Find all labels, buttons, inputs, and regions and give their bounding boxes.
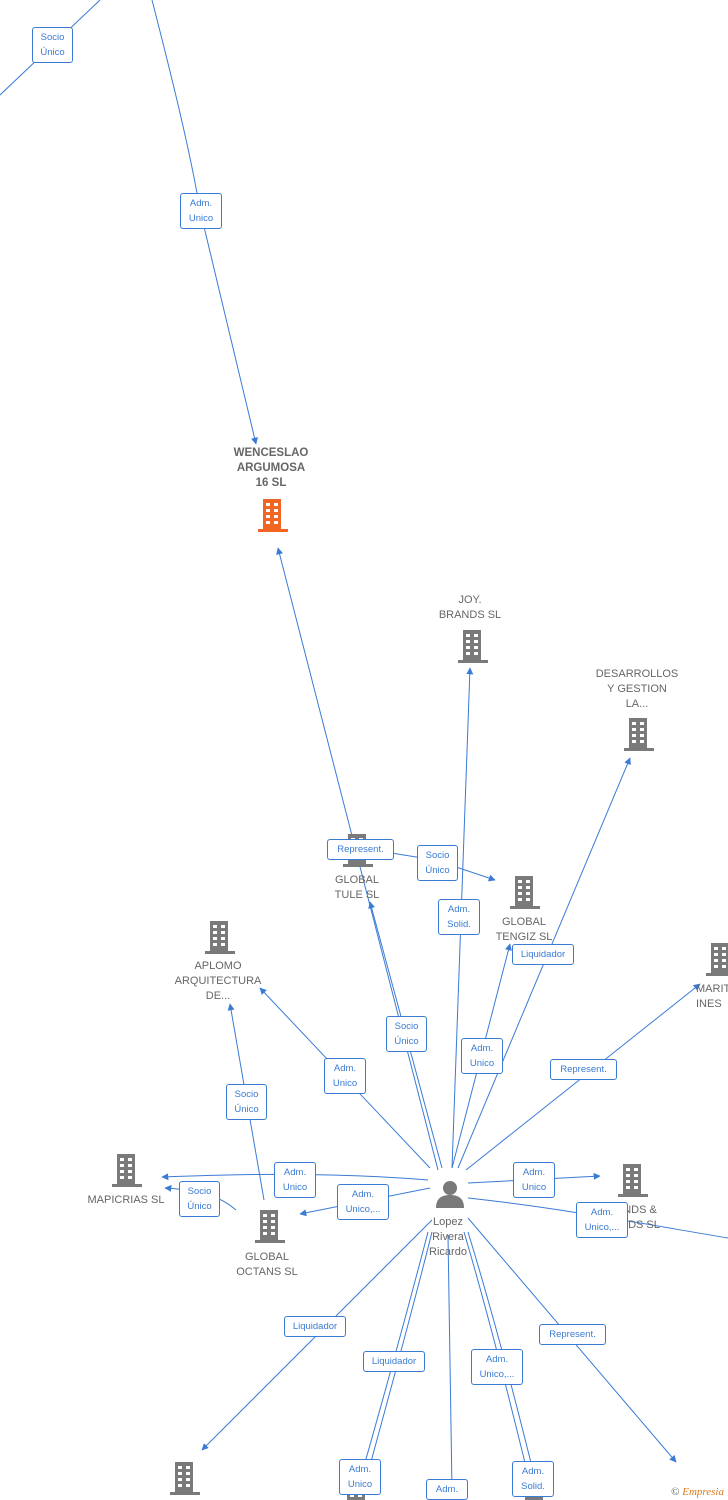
role-label[interactable]: Liquidador (512, 944, 574, 965)
role-label[interactable]: Socio Único (386, 1016, 427, 1052)
role-label[interactable]: Adm. Unico (513, 1162, 555, 1198)
role-label[interactable]: Adm. Unico (339, 1459, 381, 1495)
company-label-mapicrias[interactable]: MAPICRIAS SL (87, 1194, 165, 1206)
role-label[interactable]: Socio Único (179, 1181, 220, 1217)
company-label-octans[interactable]: GLOBAL OCTANS SL (236, 1251, 298, 1278)
company-label-joy[interactable]: JOY. BRANDS SL (438, 594, 502, 621)
role-label[interactable]: Represent. (539, 1324, 606, 1345)
role-label[interactable]: Adm. Unico,... (471, 1349, 523, 1385)
person-icon[interactable] (434, 1178, 466, 1210)
company-label-tule[interactable]: GLOBAL TULE SL (334, 874, 380, 901)
role-label[interactable]: Adm. Unico (324, 1058, 366, 1094)
role-label[interactable]: Adm. Solid. (438, 899, 480, 935)
company-label-aplomo[interactable]: APLOMO ARQUITECTURA DE... (174, 960, 262, 1002)
building-icon-highlighted[interactable] (256, 497, 290, 533)
role-label[interactable]: Socio Único (32, 27, 73, 63)
copyright: © Empresia (671, 1486, 724, 1498)
company-label-wenceslao[interactable]: WENCESLAO ARGUMOSA 16 SL (233, 447, 309, 489)
building-icon[interactable] (253, 1208, 287, 1244)
building-icon[interactable] (168, 1460, 202, 1496)
building-icon[interactable] (704, 941, 728, 977)
role-label[interactable]: Socio Único (226, 1084, 267, 1120)
building-icon[interactable] (203, 919, 237, 955)
edge (447, 1234, 453, 1491)
role-label[interactable]: Liquidador (363, 1351, 425, 1372)
building-icon[interactable] (508, 874, 542, 910)
role-label[interactable]: Socio Único (417, 845, 458, 881)
building-icon[interactable] (340, 1488, 374, 1500)
role-label[interactable]: Adm. (426, 1479, 468, 1500)
brand-logo: Empresia (682, 1486, 724, 1498)
role-label[interactable]: Adm. Unico (461, 1038, 503, 1074)
role-label[interactable]: Adm. Solid. (512, 1461, 554, 1497)
building-icon[interactable] (622, 716, 656, 752)
building-icon[interactable] (110, 1152, 144, 1188)
role-label[interactable]: Represent. (327, 839, 394, 860)
role-label[interactable]: Liquidador (284, 1316, 346, 1337)
role-label[interactable]: Adm. Unico (180, 193, 222, 229)
building-icon[interactable] (616, 1162, 650, 1198)
building-icon[interactable] (456, 628, 490, 664)
role-label[interactable]: Adm. Unico,... (337, 1184, 389, 1220)
copyright-symbol: © (671, 1486, 680, 1498)
role-label[interactable]: Adm. Unico (274, 1162, 316, 1198)
company-label-desarrollos[interactable]: DESARROLLOS Y GESTION LA... (595, 668, 679, 710)
company-label-marit[interactable]: MARIT INES (696, 983, 728, 1010)
role-label[interactable]: Represent. (550, 1059, 617, 1080)
person-label[interactable]: Lopez Rivera Ricardo (429, 1216, 467, 1258)
company-label-tengiz[interactable]: GLOBAL TENGIZ SL (495, 916, 553, 943)
role-label[interactable]: Adm. Unico,... (576, 1202, 628, 1238)
